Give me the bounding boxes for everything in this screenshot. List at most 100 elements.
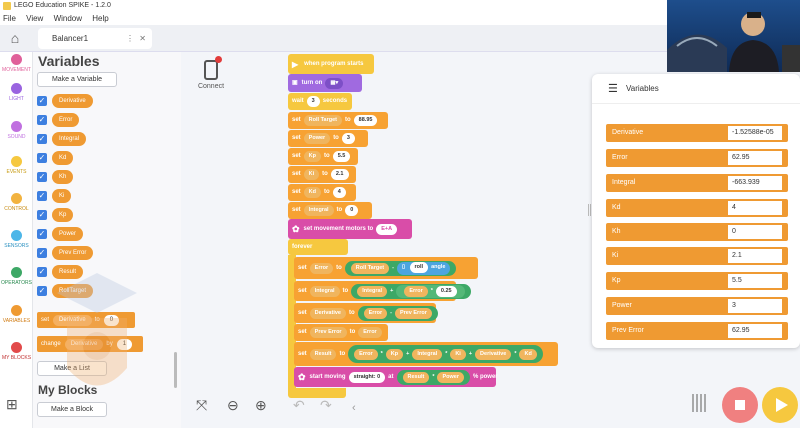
checkbox-icon[interactable]: ✓ xyxy=(37,153,47,163)
variable-dropdown[interactable]: Result xyxy=(309,348,337,360)
variable-reporter[interactable]: Kd xyxy=(519,348,537,360)
variable-reporter[interactable]: Kh xyxy=(52,170,74,184)
variable-reporter[interactable]: Error xyxy=(404,285,428,297)
value-input[interactable]: 1 xyxy=(116,339,133,350)
variable-reporter[interactable]: Error xyxy=(52,113,80,127)
drag-grip-icon[interactable] xyxy=(692,394,706,412)
variable-reporter[interactable]: Prev Error xyxy=(394,307,432,319)
category-control[interactable]: CONTROL xyxy=(0,193,33,212)
play-icon[interactable] xyxy=(762,387,798,423)
result-expression[interactable]: Error*Kp+Integral*Ki+Derivative*Kd xyxy=(348,345,543,363)
make-block-button[interactable]: Make a Block xyxy=(37,402,107,417)
make-variable-button[interactable]: Make a Variable xyxy=(37,72,117,87)
value-input[interactable]: 2.1 xyxy=(330,169,349,180)
forever-block[interactable]: forever xyxy=(288,239,348,255)
panel-resize-handle[interactable] xyxy=(588,204,591,216)
variable-reporter[interactable]: Kd xyxy=(52,151,74,165)
close-icon[interactable]: ✕ xyxy=(139,34,146,43)
variable-reporter[interactable]: Error xyxy=(354,348,378,360)
variable-dropdown[interactable]: Power xyxy=(303,133,331,144)
value-input[interactable]: 0.25 xyxy=(435,285,457,297)
menu-file[interactable]: File xyxy=(3,14,16,23)
value-input[interactable]: 0 xyxy=(345,205,359,216)
checkbox-icon[interactable]: ✓ xyxy=(37,286,47,296)
category-events[interactable]: EVENTS xyxy=(0,156,33,175)
extensions-icon[interactable]: ⊞ xyxy=(6,396,18,412)
variable-dropdown[interactable]: Integral xyxy=(303,205,334,216)
variable-reporter[interactable]: Result xyxy=(52,265,84,279)
variable-dropdown[interactable]: Error xyxy=(309,262,334,274)
checkbox-icon[interactable]: ✓ xyxy=(37,229,47,239)
checkbox-icon[interactable]: ✓ xyxy=(37,115,47,125)
checkbox-icon[interactable]: ✓ xyxy=(37,191,47,201)
axis-dropdown[interactable]: roll xyxy=(409,261,429,273)
value-input[interactable]: 4 xyxy=(332,187,346,198)
motor-port-dropdown[interactable]: E+A xyxy=(376,223,398,235)
variable-reporter[interactable]: Prev Error xyxy=(52,246,94,260)
variable-reporter[interactable]: Result xyxy=(402,371,430,383)
variable-dropdown[interactable]: Ki xyxy=(303,169,320,180)
variable-reporter[interactable]: Error xyxy=(358,327,382,338)
category-sensors[interactable]: SENSORS xyxy=(0,230,33,249)
make-list-button[interactable]: Make a List xyxy=(37,361,107,376)
project-tab[interactable]: Balancer1 ⋮ ✕ xyxy=(38,28,152,49)
value-input[interactable]: 3 xyxy=(341,133,355,144)
variable-dropdown[interactable]: Derivative xyxy=(53,315,92,326)
multiply-operator[interactable]: Error*0.25 xyxy=(396,284,465,298)
variable-reporter[interactable]: Kp xyxy=(385,348,404,360)
add-operator[interactable]: Integral+ Error*0.25 xyxy=(351,283,471,299)
variable-dropdown[interactable]: Prev Error xyxy=(309,327,347,338)
variable-reporter[interactable]: Derivative xyxy=(475,348,512,360)
variable-dropdown[interactable]: Integral xyxy=(309,285,340,297)
collapse-chevron-icon[interactable]: ‹ xyxy=(352,402,356,414)
change-variable-block[interactable]: changeDerivativeby1 xyxy=(37,336,143,352)
when-program-starts-block[interactable]: ▶when program starts xyxy=(288,54,374,74)
variable-reporter[interactable]: Ki xyxy=(52,189,72,203)
multiply-operator[interactable]: Result*Power xyxy=(396,369,470,385)
variable-reporter[interactable]: Derivative xyxy=(52,94,93,108)
checkbox-icon[interactable]: ✓ xyxy=(37,172,47,182)
checkbox-icon[interactable]: ✓ xyxy=(37,248,47,258)
turn-on-block[interactable]: ▣turn on▦▾ xyxy=(288,74,362,92)
zoom-in-icon[interactable]: ⊕ xyxy=(255,397,267,413)
checkbox-icon[interactable]: ✓ xyxy=(37,96,47,106)
connect-button[interactable]: Connect xyxy=(197,56,225,90)
variable-reporter[interactable]: Roll Target xyxy=(350,262,390,274)
category-operators[interactable]: OPERATORS xyxy=(0,267,33,286)
checkbox-icon[interactable]: ✓ xyxy=(37,210,47,220)
variable-reporter[interactable]: Power xyxy=(437,371,464,383)
variable-dropdown[interactable]: Derivative xyxy=(64,339,104,350)
category-light[interactable]: LIGHT xyxy=(0,83,33,102)
matrix-pattern-input[interactable]: ▦▾ xyxy=(325,77,344,89)
variable-reporter[interactable]: Ki xyxy=(450,348,466,360)
menu-help[interactable]: Help xyxy=(92,14,109,23)
variable-dropdown[interactable]: Kp xyxy=(303,151,322,162)
variables-sliders-icon[interactable]: ☰ xyxy=(608,83,618,95)
category-movement[interactable]: MOVEMENT xyxy=(0,54,33,73)
category-variables[interactable]: VARIABLES xyxy=(0,305,33,324)
set-variable-block[interactable]: setDerivativeto0 xyxy=(37,312,135,328)
value-input[interactable]: 3 xyxy=(306,96,320,107)
value-input[interactable]: 88.95 xyxy=(353,115,378,126)
stop-icon[interactable] xyxy=(722,387,758,423)
steering-input[interactable]: straight: 0 xyxy=(348,371,386,383)
variable-reporter[interactable]: Integral xyxy=(412,348,443,360)
variable-dropdown[interactable]: Roll Target xyxy=(303,115,342,126)
menu-window[interactable]: Window xyxy=(53,14,83,23)
